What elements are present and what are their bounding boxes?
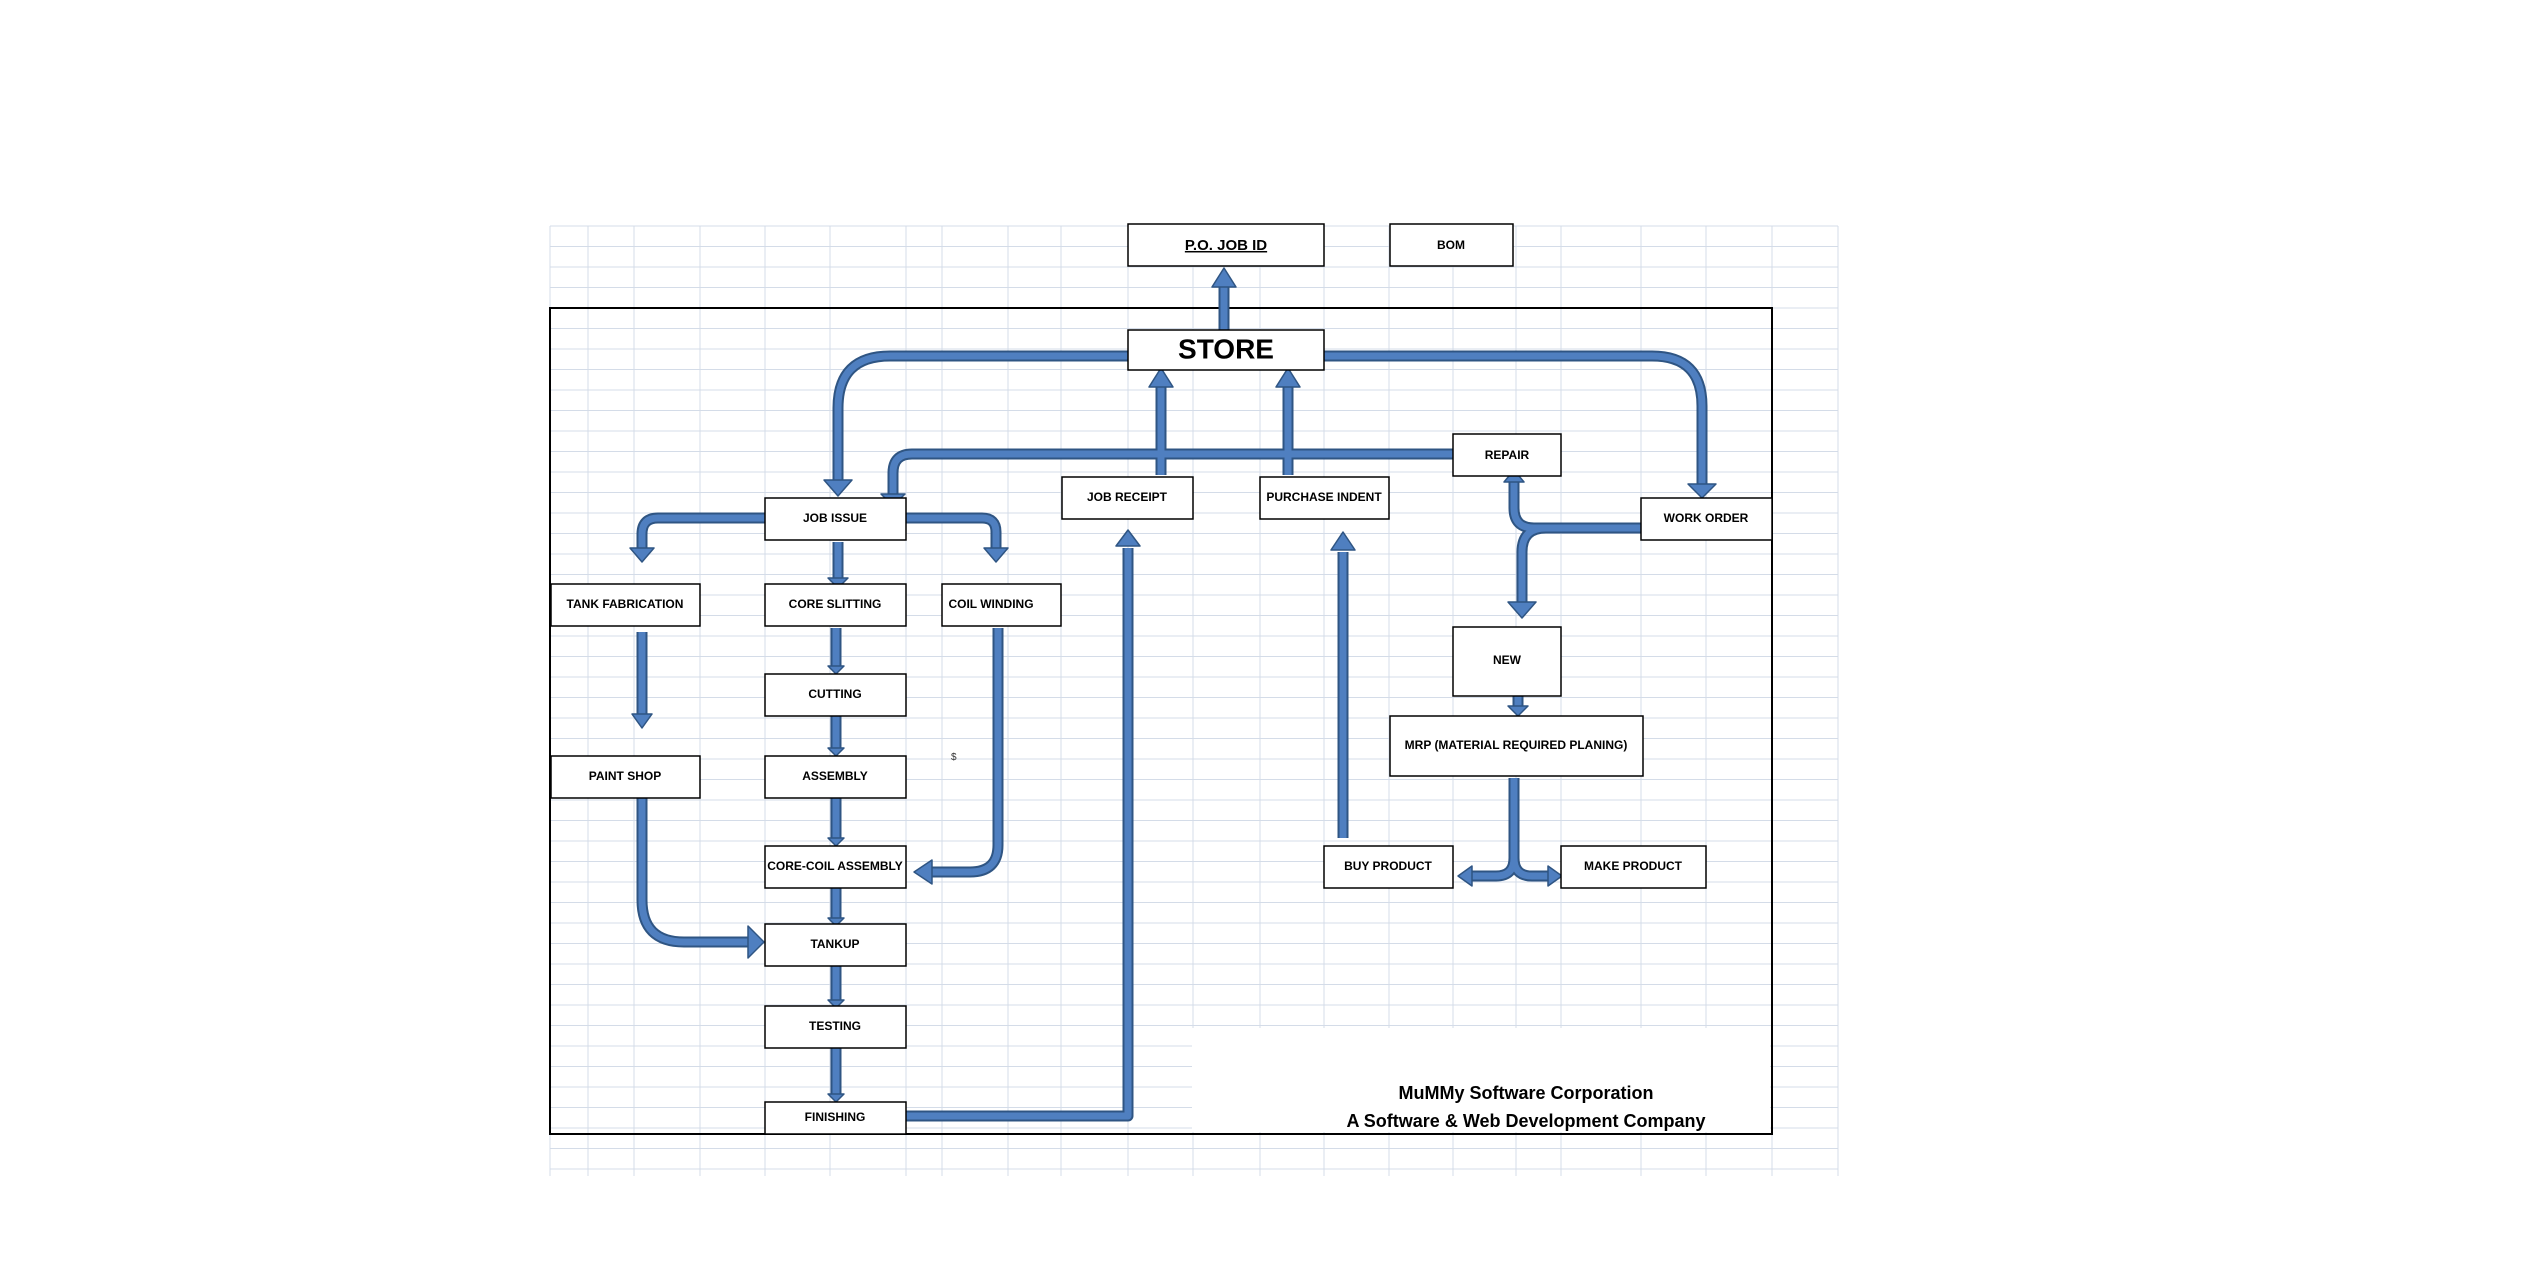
arrowhead-testing [827,999,845,1009]
label-buy-product: BUY PRODUCT [1344,859,1432,873]
box-purchase-indent [1259,476,1390,520]
label-coil-winding: COIL WINDING [948,597,1033,611]
connector-mrp-to-make-product-outline [1508,778,1550,882]
footer-company: MuMMy Software Corporation [1399,1083,1654,1103]
connector-finishing-to-job-receipt [906,548,1132,1120]
box-tank-fabrication [550,583,701,627]
box-store [1127,329,1325,371]
label-tank-fabrication: TANK FABRICATION [567,597,684,611]
arrowhead-cutting [827,665,845,675]
arrowhead-finishing [827,1093,845,1103]
connector-paint-shop-to-tankup [638,798,750,946]
arrowhead-job-issue [823,479,853,497]
box-buy-product [1323,845,1454,889]
label-po-job-id: P.O. JOB ID [1185,237,1267,254]
arrowhead-make-product [1547,865,1563,887]
box-repair [1452,433,1562,477]
label-purchase-indent: PURCHASE INDENT [1266,490,1382,504]
label-core-slitting: CORE SLITTING [789,597,882,611]
arrowhead-buy-product [1457,865,1473,887]
connector-work-order-to-repair [1510,480,1641,532]
arrowhead-core-coil-from-winding [913,859,933,885]
connector-mrp-to-buy-product [1470,778,1518,880]
arrowhead-purchase-indent [1330,531,1356,551]
box-job-receipt [1061,476,1194,520]
connector-job-issue-to-tank-fabrication-outline [636,512,765,550]
connector-job-issue-to-coil-winding [906,514,1000,550]
connector-store-to-job-issue-outline [832,350,1128,482]
label-paint-shop: PAINT SHOP [589,769,661,783]
arrowhead-core-coil [827,837,845,847]
connector-job-issue-to-tank-fabrication [638,514,765,550]
connector-mrp-to-make-product [1510,778,1550,880]
connector-coil-winding-to-core-coil [930,628,1002,876]
box-job-issue [764,497,907,541]
label-assembly: ASSEMBLY [802,769,868,783]
label-work-order: WORK ORDER [1664,511,1749,525]
label-job-receipt: JOB RECEIPT [1087,490,1168,504]
connector-work-order-to-new [1518,524,1641,604]
arrowhead-assembly [827,747,845,757]
arrowhead-paint-shop [631,713,653,729]
box-bom [1389,223,1514,267]
arrowhead-coil-winding [983,547,1009,563]
connector-finishing-to-job-receipt-outline [906,548,1134,1122]
arrowhead-tankup-from-paint [747,925,765,959]
arrowhead-tank-fabrication [629,547,655,563]
box-core-slitting [764,583,907,627]
connector-work-order-to-repair-outline [1508,480,1641,534]
arrowhead-mrp [1507,705,1529,717]
arrowhead-purchase-indent-store [1275,367,1301,388]
arrowhead-po [1211,267,1237,288]
connector-mrp-to-buy-product-outline [1470,778,1520,882]
connector-store-to-job-issue [834,352,1128,482]
connector-fills [638,287,1706,1120]
process-labels: P.O. JOB ID BOM STORE REPAIR JOB ISSUE J… [567,237,1749,1124]
box-coil-winding [941,583,1062,627]
label-mrp: MRP (MATERIAL REQUIRED PLANING) [1405,738,1628,752]
box-new [1452,626,1562,697]
arrowhead-job-receipt-store [1148,367,1174,388]
box-tankup [764,923,907,967]
label-job-issue: JOB ISSUE [803,511,867,525]
connector-job-issue-to-coil-winding-outline [906,512,1002,550]
label-cutting: CUTTING [808,687,861,701]
box-testing [764,1005,907,1049]
label-repair: REPAIR [1485,448,1530,462]
diagram-frame [549,307,1773,1135]
box-po-job-id [1127,223,1325,267]
label-new: NEW [1493,653,1522,667]
label-testing: TESTING [809,1019,861,1033]
box-assembly [764,755,907,799]
footer-panel [1192,1028,1770,1132]
arrowhead-core-slitting [827,577,849,589]
box-mrp [1389,715,1644,777]
label-make-product: MAKE PRODUCT [1584,859,1683,873]
box-cutting [764,673,907,717]
box-make-product [1560,845,1707,889]
box-core-coil-assembly [764,845,907,889]
connector-paint-shop-to-tankup-outline [636,798,750,948]
label-bom: BOM [1437,238,1465,252]
connector-work-order-to-new-outline [1516,522,1641,604]
label-store: STORE [1178,333,1274,364]
stray-mark: $ [951,752,957,763]
label-core-coil-assembly: CORE-COIL ASSEMBLY [767,859,903,873]
footer-tagline: A Software & Web Development Company [1346,1111,1705,1131]
box-finishing [764,1101,907,1135]
connector-coil-winding-to-core-coil-outline [930,628,1004,878]
label-tankup: TANKUP [810,937,859,951]
connector-store-to-work-order [1322,352,1706,486]
flow-connectors [636,287,1708,1122]
box-work-order [1640,497,1773,541]
arrowhead-work-order [1687,483,1717,499]
arrowhead-job-receipt [1115,529,1141,547]
connector-repair-to-job-issue [889,450,1453,496]
box-paint-shop [550,755,701,799]
arrowhead-new [1507,601,1537,619]
label-finishing: FINISHING [805,1110,866,1124]
process-boxes [550,223,1773,1135]
arrowhead-tankup [827,917,845,927]
